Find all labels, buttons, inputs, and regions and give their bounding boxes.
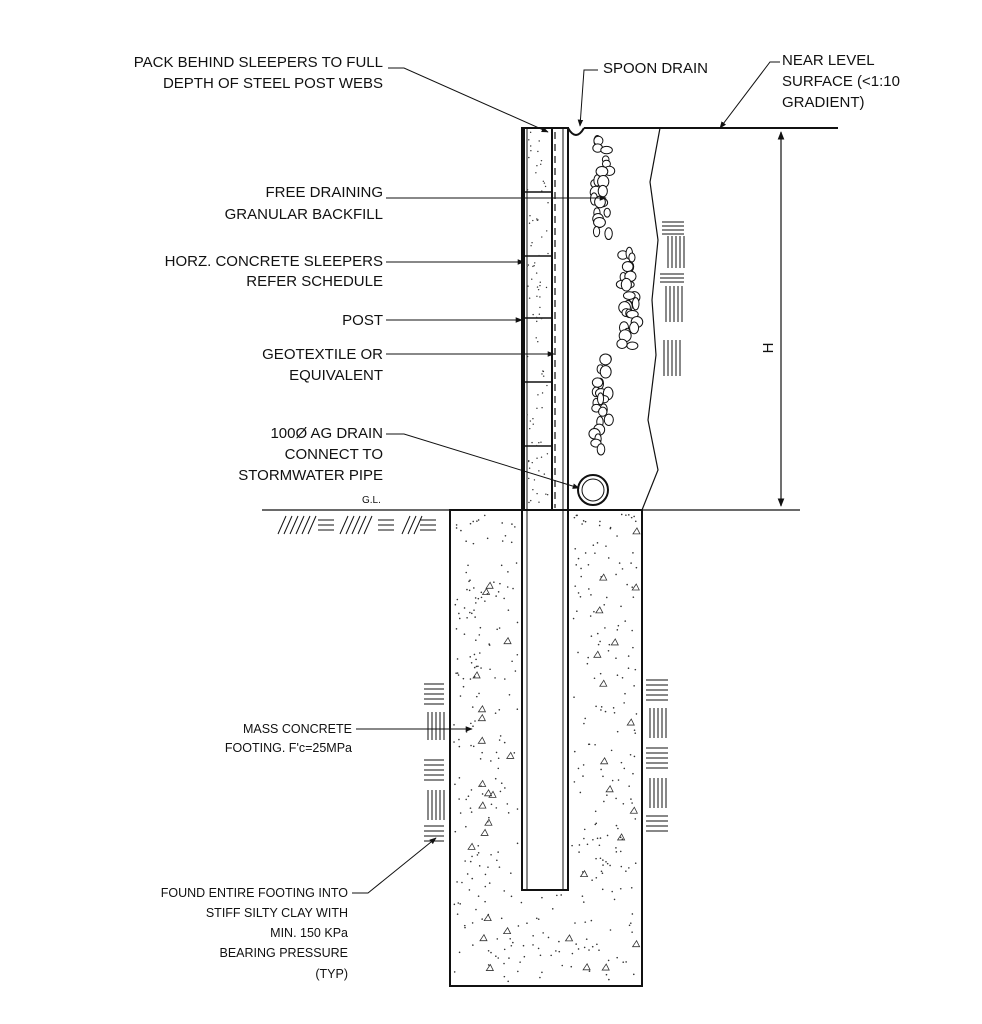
label-concrete-sleepers: HORZ. CONCRETE SLEEPERS REFER SCHEDULE — [165, 253, 383, 290]
footing-line-2: FOOTING. F'c=25MPa — [225, 741, 352, 755]
geotextile-line-1: GEOTEXTILE OR — [262, 346, 383, 363]
label-ground-level: G.L. — [362, 495, 381, 506]
free-draining-line-1: FREE DRAINING — [265, 184, 383, 201]
near-level-line-3: GRADIENT) — [782, 94, 865, 111]
pack-behind-line-1: PACK BEHIND SLEEPERS TO FULL — [134, 54, 383, 71]
geotextile-line-2: EQUIVALENT — [289, 367, 383, 384]
found-line-5: (TYP) — [315, 967, 348, 981]
found-line-2: STIFF SILTY CLAY WITH — [206, 906, 348, 920]
found-line-1: FOUND ENTIRE FOOTING INTO — [161, 886, 349, 900]
granular-backfill-gravel — [588, 135, 644, 456]
concrete-footing — [449, 509, 643, 987]
soil-hatching — [277, 221, 685, 842]
excavation-cut-line — [641, 127, 661, 511]
sleepers-line-2: REFER SCHEDULE — [246, 273, 383, 290]
sleepers-line-1: HORZ. CONCRETE SLEEPERS — [165, 253, 383, 270]
ag-drain-line-3: STORMWATER PIPE — [238, 467, 383, 484]
label-post: POST — [342, 312, 383, 329]
spoon-drain — [567, 127, 585, 136]
height-dimension: H — [760, 127, 800, 507]
footing-line-1: MASS CONCRETE — [243, 722, 352, 736]
free-draining-line-2: GRANULAR BACKFILL — [225, 206, 383, 223]
label-free-draining-backfill: FREE DRAINING GRANULAR BACKFILL — [225, 184, 383, 223]
near-level-line-2: SURFACE (<1:10 — [782, 73, 900, 90]
pack-behind-line-2: DEPTH OF STEEL POST WEBS — [163, 75, 383, 92]
leader-lines — [352, 61, 780, 894]
label-pack-behind-sleepers: PACK BEHIND SLEEPERS TO FULL DEPTH OF ST… — [134, 54, 383, 92]
ag-drain-line-2: CONNECT TO — [285, 446, 383, 463]
near-level-line-1: NEAR LEVEL — [782, 52, 875, 69]
ag-drain-pipe — [577, 474, 609, 506]
label-ag-drain: 100Ø AG DRAIN CONNECT TO STORMWATER PIPE — [238, 425, 383, 484]
footing-concrete-hatch — [453, 513, 641, 983]
found-line-3: MIN. 150 KPa — [270, 926, 348, 940]
height-dimension-label: H — [760, 343, 777, 354]
label-spoon-drain: SPOON DRAIN — [603, 60, 708, 77]
found-line-4: BEARING PRESSURE — [219, 946, 348, 960]
concrete-sleepers — [523, 127, 553, 511]
ag-drain-line-1: 100Ø AG DRAIN — [270, 425, 383, 442]
label-mass-concrete-footing: MASS CONCRETE FOOTING. F'c=25MPa — [225, 722, 352, 755]
label-found-footing: FOUND ENTIRE FOOTING INTO STIFF SILTY CL… — [161, 886, 349, 981]
label-near-level-surface: NEAR LEVEL SURFACE (<1:10 GRADIENT) — [782, 52, 900, 111]
label-geotextile: GEOTEXTILE OR EQUIVALENT — [262, 346, 383, 384]
